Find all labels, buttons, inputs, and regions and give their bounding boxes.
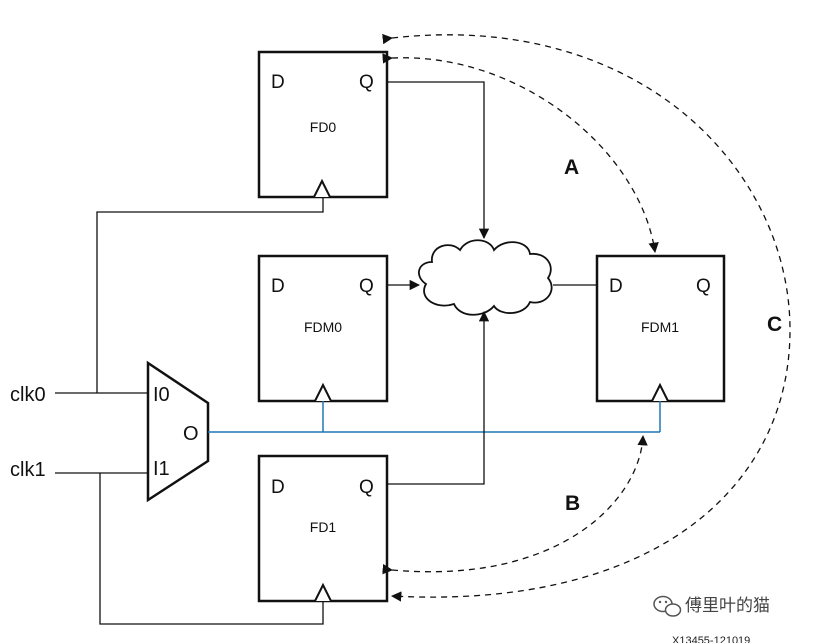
muxed-clock-net xyxy=(208,401,661,433)
fdm1-q-pin: Q xyxy=(696,276,711,297)
fd0-clock-triangle-icon xyxy=(313,178,331,198)
clk1-to-fd1-wire xyxy=(99,473,324,625)
flop-fdm1: D Q FDM1 xyxy=(595,254,726,403)
clk0-input-label: clk0 xyxy=(10,384,46,406)
mux-input-i0: I0 xyxy=(153,384,170,406)
fdm0-q-pin: Q xyxy=(359,276,374,297)
flop-fd0: D Q FD0 xyxy=(257,50,389,199)
fd1-d-pin: D xyxy=(271,477,285,498)
clock-mux: I0 I1 O xyxy=(146,360,210,503)
logic-cloud-icon xyxy=(418,239,553,316)
wechat-icon xyxy=(653,595,682,617)
path-label-b: B xyxy=(565,492,580,515)
fd0-q-to-cloud-wire xyxy=(387,81,490,240)
fdm1-d-pin: D xyxy=(609,276,623,297)
fd0-d-pin: D xyxy=(271,72,285,93)
flop-fdm0: D Q FDM0 xyxy=(257,254,389,403)
fdm0-clock-triangle-icon xyxy=(314,382,332,402)
watermark: 傅里叶的猫 xyxy=(653,595,770,617)
mux-output-o: O xyxy=(183,423,199,445)
timing-path-b xyxy=(382,434,648,575)
fd0-label: FD0 xyxy=(310,119,337,135)
figure-code: X13455-121019 xyxy=(672,635,750,643)
timing-path-c xyxy=(382,33,791,602)
fd1-label: FD1 xyxy=(310,519,337,535)
fd0-q-pin: Q xyxy=(359,72,374,93)
fdm1-clock-triangle-icon xyxy=(651,382,669,402)
fdm0-d-pin: D xyxy=(271,276,285,297)
timing-path-a xyxy=(382,53,659,254)
mux-input-i1: I1 xyxy=(153,458,170,480)
fdm1-label: FDM1 xyxy=(641,319,679,335)
fd1-q-pin: Q xyxy=(359,477,374,498)
fd1-q-to-cloud-wire xyxy=(387,310,490,485)
fd1-clock-triangle-icon xyxy=(314,582,332,602)
clk0-to-fd0-wire xyxy=(96,197,324,393)
fdm0-label: FDM0 xyxy=(304,319,342,335)
watermark-text: 傅里叶的猫 xyxy=(685,596,770,615)
path-label-c: C xyxy=(767,313,782,336)
path-label-a: A xyxy=(564,156,579,179)
flop-fd1: D Q FD1 xyxy=(257,454,389,603)
clk1-input-label: clk1 xyxy=(10,459,46,481)
